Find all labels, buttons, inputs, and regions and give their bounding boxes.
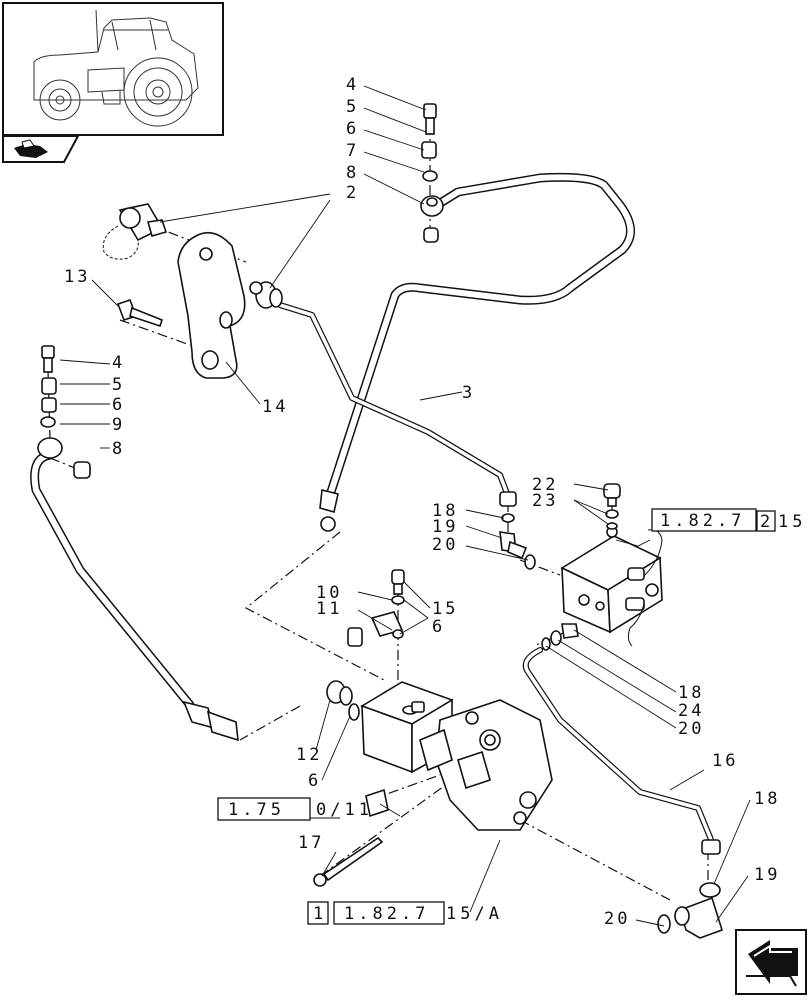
callout-2: 2 — [346, 183, 359, 203]
reference-middle[interactable]: 1.75 0/11 — [217, 797, 373, 821]
callout-5-left: 5 — [112, 375, 125, 395]
next-page-arrow-icon[interactable] — [735, 929, 807, 995]
callout-19-upper: 19 — [432, 517, 458, 537]
fittings-4-8-top — [420, 103, 444, 243]
tube-3 — [277, 302, 517, 507]
reference-bottom[interactable]: 1 1.82.7 15/A — [307, 901, 503, 925]
bracket-14 — [177, 231, 246, 379]
fittings-left — [37, 345, 91, 479]
plug-0-11 — [365, 788, 389, 818]
quick-coupler-2 — [102, 203, 168, 260]
callout-12: 12 — [296, 745, 322, 765]
callout-6: 6 — [346, 119, 359, 139]
callout-4: 4 — [346, 75, 359, 95]
fittings-18-19-20-upper — [499, 513, 536, 570]
callout-18-low: 18 — [754, 789, 780, 809]
callout-10: 10 — [316, 583, 342, 603]
fittings-22-23 — [603, 483, 621, 530]
reference-right[interactable]: 1.82.7 2 15 — [651, 508, 806, 532]
callout-8-left: 8 — [112, 439, 125, 459]
callout-4-left: 4 — [112, 353, 125, 373]
svg-text:1.75: 1.75 — [228, 800, 285, 820]
callout-6-mid: 6 — [432, 617, 445, 637]
bolt-17 — [313, 836, 384, 887]
callout-17: 17 — [298, 833, 324, 853]
callout-11: 11 — [316, 599, 342, 619]
callout-8: 8 — [346, 163, 359, 183]
grommet-2 — [249, 281, 283, 309]
svg-text:1: 1 — [313, 904, 327, 924]
svg-text:15/A: 15/A — [446, 904, 503, 924]
callout-20-upper: 20 — [432, 535, 458, 555]
svg-text:1.82.7: 1.82.7 — [344, 904, 429, 924]
callout-6-left: 6 — [112, 395, 125, 415]
callout-16: 16 — [712, 751, 738, 771]
callout-18-mid: 18 — [678, 683, 704, 703]
svg-text:15: 15 — [778, 512, 806, 532]
callout-13: 13 — [64, 267, 90, 287]
svg-text:1.82.7: 1.82.7 — [660, 511, 745, 531]
tractor-thumbnail-icon[interactable] — [2, 2, 224, 136]
callout-labels: 4 5 6 7 8 2 13 14 3 4 5 6 9 8 22 23 18 1… — [64, 75, 780, 929]
callout-24: 24 — [678, 701, 704, 721]
callout-15: 15 — [432, 599, 458, 619]
callout-7: 7 — [346, 141, 359, 161]
callout-3: 3 — [462, 383, 475, 403]
svg-text:2: 2 — [760, 512, 774, 532]
callout-23: 23 — [532, 491, 558, 511]
callout-20-mid: 20 — [678, 719, 704, 739]
fittings-12-6 — [326, 680, 360, 721]
left-hose-9 — [30, 450, 239, 742]
leader-lines — [59, 85, 751, 927]
callout-20-low: 20 — [604, 909, 630, 929]
valve-block-main — [360, 681, 553, 831]
callout-9: 9 — [112, 415, 125, 435]
callout-19-low: 19 — [754, 865, 780, 885]
valve-block-upper — [560, 526, 663, 647]
fittings-18-19-20-bottom — [657, 882, 723, 939]
return-hose-3 — [319, 172, 635, 532]
svg-text:0/11: 0/11 — [316, 800, 373, 820]
callout-18-upper: 18 — [432, 501, 458, 521]
callout-5: 5 — [346, 97, 359, 117]
callout-22: 22 — [532, 475, 558, 495]
fittings-18-24-20-lower — [541, 623, 579, 651]
fittings-10-11-15 — [347, 569, 405, 647]
section-folder-icon[interactable] — [2, 135, 80, 163]
tube-16 — [522, 647, 721, 855]
bolt-13 — [116, 298, 163, 328]
callout-14: 14 — [262, 397, 288, 417]
callout-6-low: 6 — [308, 771, 321, 791]
